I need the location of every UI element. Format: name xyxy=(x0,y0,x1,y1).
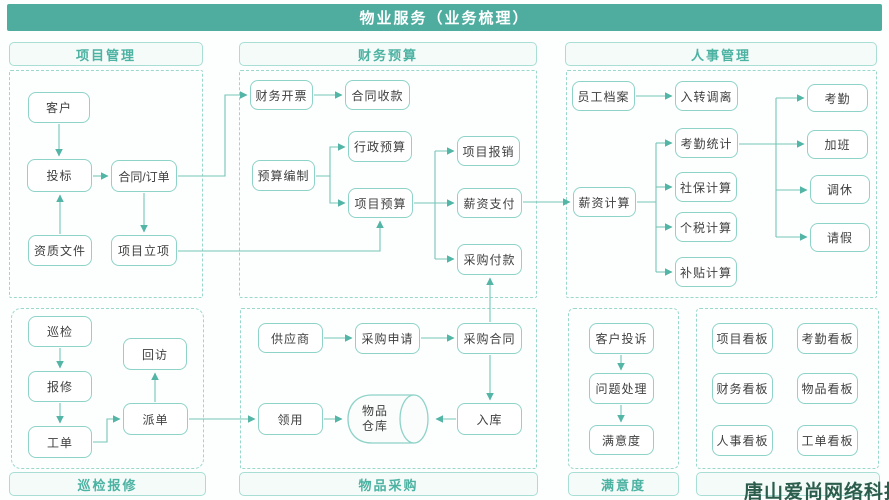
section-banner-satisfaction: 满意度 xyxy=(568,472,679,496)
section-banner-procurement: 物品采购 xyxy=(239,472,538,496)
node-requisition[interactable]: 领用 xyxy=(258,403,323,435)
section-banner-dashboard xyxy=(696,472,880,496)
section-box-hr xyxy=(566,70,877,298)
node-bidding[interactable]: 投标 xyxy=(27,159,92,192)
section-banner-finance: 财务预算 xyxy=(239,42,537,66)
node-repair[interactable]: 报修 xyxy=(28,371,92,402)
node-attendance-stats[interactable]: 考勤统计 xyxy=(675,128,738,158)
node-complaint[interactable]: 客户投诉 xyxy=(589,323,654,354)
node-handling[interactable]: 问题处理 xyxy=(589,373,654,404)
node-leave[interactable]: 请假 xyxy=(810,223,870,252)
node-purchase-pay[interactable]: 采购付款 xyxy=(457,244,522,275)
node-onboarding[interactable]: 入转调离 xyxy=(675,81,738,111)
node-dispatch[interactable]: 派单 xyxy=(123,403,188,435)
node-invoicing[interactable]: 财务开票 xyxy=(250,80,313,110)
node-hr-board[interactable]: 人事看板 xyxy=(712,425,773,456)
node-work-order[interactable]: 工单 xyxy=(28,426,92,458)
node-subsidy[interactable]: 补贴计算 xyxy=(675,257,737,287)
node-customer[interactable]: 客户 xyxy=(28,92,90,123)
node-social-insurance[interactable]: 社保计算 xyxy=(675,172,737,202)
node-purchase-contract[interactable]: 采购合同 xyxy=(457,323,522,354)
node-order-board[interactable]: 工单看板 xyxy=(797,425,858,456)
node-comp-leave[interactable]: 调休 xyxy=(810,175,870,204)
section-box-procurement xyxy=(240,308,537,469)
node-supplier[interactable]: 供应商 xyxy=(258,323,323,353)
node-goods-board[interactable]: 物品看板 xyxy=(797,373,858,404)
section-box-dashboard xyxy=(696,308,879,469)
node-collection[interactable]: 合同收款 xyxy=(345,80,410,110)
section-banner-project: 项目管理 xyxy=(9,42,203,66)
node-overtime[interactable]: 加班 xyxy=(807,130,868,159)
node-warehouse-cylinder[interactable]: 物品 仓库 xyxy=(345,394,432,444)
node-inbound[interactable]: 入库 xyxy=(457,403,522,435)
node-reimbursement[interactable]: 项目报销 xyxy=(457,136,520,166)
section-banner-inspection: 巡检报修 xyxy=(9,472,206,496)
node-warehouse-label: 物品 仓库 xyxy=(361,404,388,433)
node-income-tax[interactable]: 个税计算 xyxy=(675,212,737,242)
node-purchase-request[interactable]: 采购申请 xyxy=(355,323,420,354)
node-contract[interactable]: 合同/订单 xyxy=(111,160,177,192)
section-banner-hr: 人事管理 xyxy=(565,42,877,66)
node-attendance-board[interactable]: 考勤看板 xyxy=(797,323,858,354)
node-satisfaction[interactable]: 满意度 xyxy=(589,425,654,455)
node-salary-pay[interactable]: 薪资支付 xyxy=(457,188,522,218)
node-admin-budget[interactable]: 行政预算 xyxy=(348,131,412,162)
node-budgeting[interactable]: 预算编制 xyxy=(252,160,315,191)
node-qualification[interactable]: 资质文件 xyxy=(28,235,92,266)
node-finance-board[interactable]: 财务看板 xyxy=(712,373,773,404)
node-employee-file[interactable]: 员工档案 xyxy=(572,81,635,111)
node-project-board[interactable]: 项目看板 xyxy=(712,323,773,354)
node-project-budget[interactable]: 项目预算 xyxy=(348,188,413,218)
cylinder-shape-icon xyxy=(347,394,429,444)
node-salary-calc[interactable]: 薪资计算 xyxy=(573,187,636,217)
section-box-finance xyxy=(239,70,537,298)
section-box-project xyxy=(9,70,203,298)
node-revisit[interactable]: 回访 xyxy=(123,338,187,370)
section-box-satisfaction xyxy=(568,308,679,469)
node-patrol[interactable]: 巡检 xyxy=(28,316,92,347)
watermark-text: 唐山爱尚网络科技 xyxy=(744,482,889,500)
page-title: 物业服务（业务梳理） xyxy=(7,4,882,31)
section-box-inspection xyxy=(11,308,204,469)
node-attendance[interactable]: 考勤 xyxy=(807,84,868,112)
node-approval[interactable]: 项目立项 xyxy=(111,235,177,266)
